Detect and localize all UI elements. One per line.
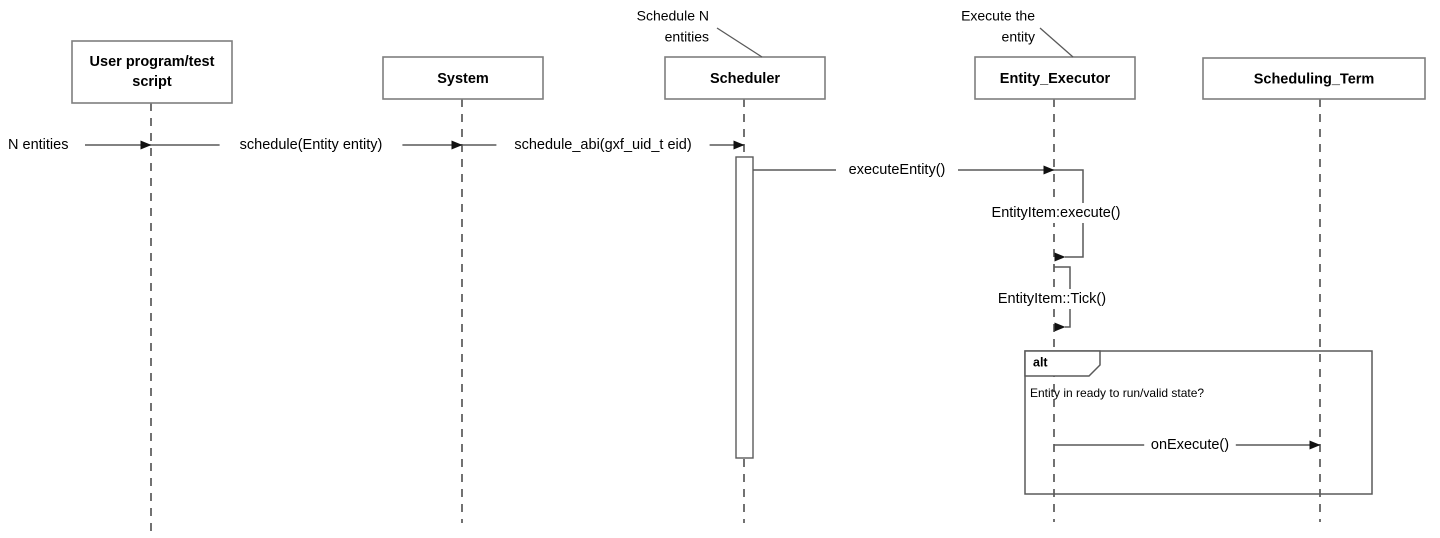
participant-system[interactable]: System xyxy=(382,56,544,100)
msg-n-entities[interactable]: N entities xyxy=(8,137,152,153)
message-label: schedule_abi(gxf_uid_t eid) xyxy=(514,137,691,153)
participant-label-entity_executor: Entity_Executor xyxy=(1000,71,1111,87)
participant-scheduling_term[interactable]: Scheduling_Term xyxy=(1202,57,1426,100)
fragment-operator-tab xyxy=(1024,350,1101,377)
note-leader-line xyxy=(716,27,763,58)
participant-box-user xyxy=(71,40,233,104)
note-text-line-2: entities xyxy=(665,29,709,45)
message-label: N entities xyxy=(8,137,68,153)
message-label-backdrop xyxy=(836,160,958,180)
participant-entity_executor[interactable]: Entity_Executor xyxy=(974,56,1136,100)
participant-box-entity_executor xyxy=(974,56,1136,100)
message-label: onExecute() xyxy=(1151,437,1229,453)
self-message-label-backdrop xyxy=(978,289,1126,309)
fragment-guard-label: Entity in ready to run/valid state? xyxy=(1030,386,1204,400)
msg-schedule-abi[interactable]: schedule_abi(gxf_uid_t eid) xyxy=(462,135,745,155)
self-message-label-backdrop xyxy=(975,203,1137,223)
msg-on-execute[interactable]: onExecute() xyxy=(1054,435,1321,455)
self-message-label: EntityItem:execute() xyxy=(992,205,1121,221)
message-label: executeEntity() xyxy=(849,162,946,178)
fragment-frame xyxy=(1024,350,1373,495)
note-leader-line xyxy=(1039,27,1074,58)
participant-label-scheduling_term: Scheduling_Term xyxy=(1254,71,1375,87)
participant-box-scheduling_term xyxy=(1202,57,1426,100)
note-text-line-1: Schedule N xyxy=(637,8,709,24)
message-label: schedule(Entity entity) xyxy=(240,137,383,153)
activation-scheduler xyxy=(735,156,754,459)
message-label-backdrop xyxy=(219,135,403,155)
fragment-operator-label: alt xyxy=(1033,355,1048,369)
self-message-label: EntityItem::Tick() xyxy=(998,291,1106,307)
self-msg-entityitem-tick[interactable]: EntityItem::Tick() xyxy=(978,266,1126,332)
participant-label-scheduler: Scheduler xyxy=(710,71,780,87)
msg-schedule-entity[interactable]: schedule(Entity entity) xyxy=(151,135,463,155)
participant-label-system: System xyxy=(437,71,489,87)
self-msg-entityitem-execute[interactable]: EntityItem:execute() xyxy=(975,169,1137,262)
note-text-line-1: Execute the xyxy=(961,8,1035,24)
activations-group xyxy=(735,156,754,459)
messages-group: N entities schedule(Entity entity) schedul… xyxy=(8,135,1321,455)
note-execute-the-entity: Execute the entity xyxy=(961,8,1074,58)
msg-execute-entity[interactable]: executeEntity() xyxy=(753,160,1055,180)
participant-box-scheduler xyxy=(664,56,826,100)
participant-scheduler[interactable]: Scheduler xyxy=(664,56,826,100)
message-label-backdrop xyxy=(1144,435,1236,455)
participant-box-system xyxy=(382,56,544,100)
note-text-line-2: entity xyxy=(1002,29,1035,45)
notes-group: Schedule N entities Execute the entity xyxy=(637,8,1074,58)
note-schedule-n-entities: Schedule N entities xyxy=(637,8,763,58)
message-label-backdrop xyxy=(496,135,710,155)
self-messages-group: EntityItem:execute()EntityItem::Tick() xyxy=(975,169,1137,332)
